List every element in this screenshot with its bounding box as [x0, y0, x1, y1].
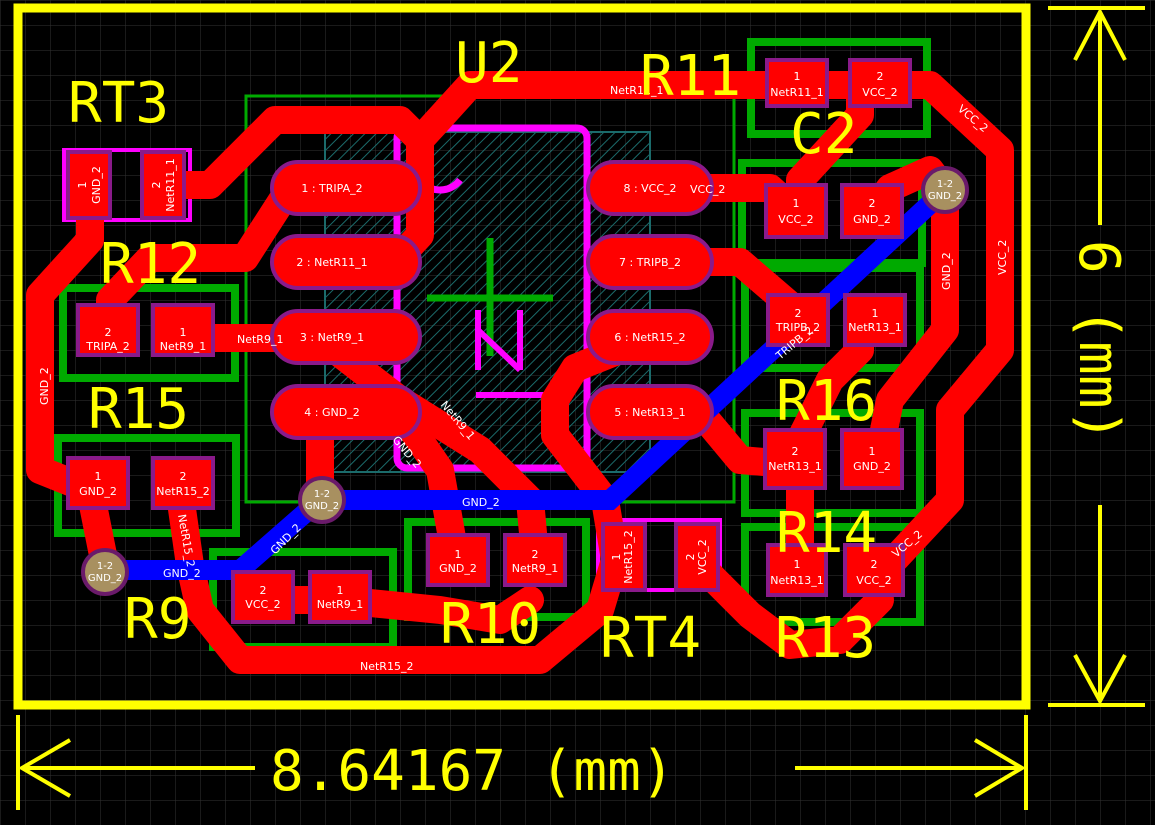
net-label-vcc-pin8: VCC_2 — [690, 183, 725, 196]
height-dimension — [1048, 6, 1145, 707]
r14-pad2-net: VCC_2 — [856, 574, 891, 587]
net-label-netr9: NetR9_1 — [237, 333, 283, 346]
u2-center-marker — [427, 238, 553, 356]
r14-pad1-net: NetR13_1 — [770, 574, 823, 587]
r15-pad2-num: 2 — [180, 470, 187, 483]
net-label-gnd-right: GND_2 — [940, 252, 953, 290]
r12-pad1-num: 1 — [180, 326, 187, 339]
r16a-pad2-num: 2 — [795, 307, 802, 320]
u2-pin2-label: 2 : NetR11_1 — [296, 256, 367, 269]
u2-orientation-glyph — [475, 310, 523, 373]
u2-pin3-label: 3 : NetR9_1 — [300, 331, 364, 344]
r15-pad1-num: 1 — [95, 470, 102, 483]
net-label-gnd-short: GND_2 — [163, 567, 201, 580]
r16-pad2-net: NetR13_1 — [768, 460, 821, 473]
u2-pin1-label: 1 : TRIPA_2 — [301, 182, 362, 195]
r16-pad1-net: GND_2 — [853, 460, 891, 473]
r11-pad1-net: NetR11_1 — [770, 86, 823, 99]
designator-u2: U2 — [455, 31, 522, 96]
board-outline — [13, 3, 1031, 710]
r14-pad1-num: 1 — [794, 558, 801, 571]
rt4-pad2-net: VCC_2 — [696, 539, 709, 574]
r9-pad2-num: 2 — [260, 584, 267, 597]
r11-pad2-num: 2 — [877, 70, 884, 83]
designator-r14: R14 — [776, 501, 877, 566]
vias — [81, 166, 969, 596]
r10-pad1-num: 1 — [455, 548, 462, 561]
net-label-vcc-right: VCC_2 — [996, 240, 1009, 275]
c2-pad1-num: 1 — [793, 197, 800, 210]
via-bl-label: 1-2 — [97, 561, 113, 572]
net-label-netr15-bottom: NetR15_2 — [360, 660, 413, 673]
r9-pad1-num: 1 — [337, 584, 344, 597]
net-label-gnd-left: GND_2 — [38, 367, 51, 405]
r12-pad2-num: 2 — [105, 326, 112, 339]
rt3-pad2-num: 2 — [150, 182, 163, 189]
r10-pad2-num: 2 — [532, 548, 539, 561]
r16a-pad1-num: 1 — [872, 307, 879, 320]
pad-labels: 1 NetR11_1 2 VCC_2 1 VCC_2 2 GND_2 2 TRI… — [79, 70, 902, 611]
designator-r10: R10 — [440, 592, 541, 657]
c2-pad1-net: VCC_2 — [778, 213, 813, 226]
rt3-pad2-net: NetR11_1 — [164, 158, 177, 211]
u2-pin8-label: 8 : VCC_2 — [623, 182, 676, 195]
u2-pin6-label: 6 : NetR15_2 — [614, 331, 685, 344]
designator-r13: R13 — [775, 606, 876, 671]
c2-pad2-net: GND_2 — [853, 213, 891, 226]
designator-r9: R9 — [124, 587, 191, 652]
c2-pad2-num: 2 — [869, 197, 876, 210]
via-tr-label: 1-2 — [937, 179, 953, 190]
designator-r16: R16 — [776, 369, 877, 434]
rt4-pad2-num: 2 — [684, 554, 697, 561]
r12-pad2-net: TRIPA_2 — [85, 340, 130, 353]
r11-pad1-num: 1 — [794, 70, 801, 83]
via-mid-label: 1-2 — [314, 489, 330, 500]
designators: U2 R11 RT3 C2 R12 R15 R16 R14 R9 R10 RT4… — [68, 31, 877, 671]
u2-pin4-label: 4 : GND_2 — [304, 406, 359, 419]
r16a-pad2-net: TRIPB_2 — [775, 321, 820, 334]
width-dimension — [16, 715, 1028, 810]
via-bl-net: GND_2 — [88, 573, 122, 584]
rt3-pad1-net: GND_2 — [90, 166, 103, 204]
r16a-pad1-net: NetR13_1 — [848, 321, 901, 334]
u2-pads — [270, 160, 714, 440]
r9-pad1-net: NetR9_1 — [317, 598, 363, 611]
designator-r12: R12 — [100, 232, 201, 297]
u2-pin5-label: 5 : NetR13_1 — [614, 406, 685, 419]
r9-pad2-net: VCC_2 — [245, 598, 280, 611]
r11-pad2-net: VCC_2 — [862, 86, 897, 99]
r15-pad2-net: NetR15_2 — [156, 485, 209, 498]
via-tr-net: GND_2 — [928, 191, 962, 202]
net-label-gnd-blue: GND_2 — [462, 496, 500, 509]
r12-pad1-net: NetR9_1 — [160, 340, 206, 353]
u2-pin7-label: 7 : TRIPB_2 — [619, 256, 681, 269]
designator-r15: R15 — [88, 377, 189, 442]
r14-pad2-num: 2 — [871, 558, 878, 571]
width-dimension-label: 8.64167 (mm) — [270, 739, 675, 804]
designator-rt3: RT3 — [68, 71, 169, 136]
smd-pads — [66, 58, 912, 624]
rt4-pad1-num: 1 — [610, 554, 623, 561]
designator-rt4: RT4 — [600, 606, 701, 671]
r15-pad1-net: GND_2 — [79, 485, 117, 498]
via-mid-net: GND_2 — [305, 501, 339, 512]
designator-c2: C2 — [790, 102, 857, 167]
r16-pad1-num: 1 — [869, 445, 876, 458]
rt4-pad1-net: NetR15_2 — [622, 530, 635, 583]
designator-r11: R11 — [640, 44, 741, 109]
rt3-pad1-num: 1 — [76, 182, 89, 189]
net-label-netr11: NetR11_1 — [610, 84, 663, 97]
height-dimension-label: 6 (mm) — [1066, 240, 1131, 442]
r16-pad2-num: 2 — [792, 445, 799, 458]
r10-pad2-net: NetR9_1 — [512, 562, 558, 575]
r10-pad1-net: GND_2 — [439, 562, 477, 575]
